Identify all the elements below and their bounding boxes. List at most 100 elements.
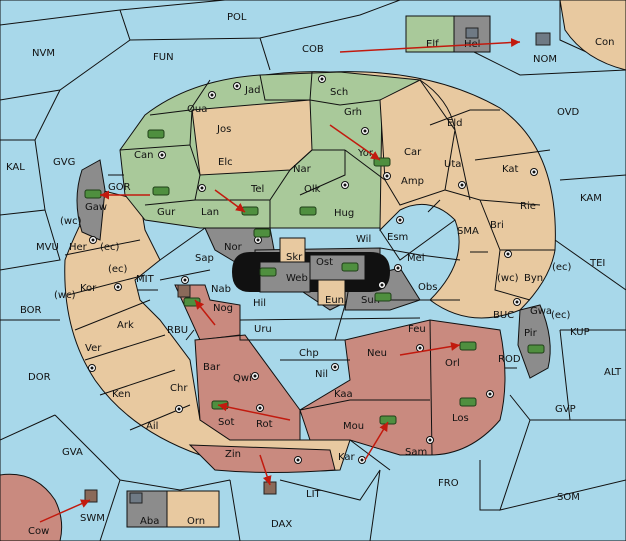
label-can: Can bbox=[134, 150, 153, 161]
rbu-connector bbox=[185, 329, 195, 341]
label-lan: Lan bbox=[201, 207, 219, 218]
region-zin[interactable] bbox=[188, 444, 336, 473]
label-bor: BOR bbox=[20, 305, 42, 316]
region-gaw[interactable] bbox=[76, 159, 106, 241]
sma-connector bbox=[427, 199, 441, 213]
label-wil: Wil bbox=[356, 234, 371, 245]
order-arrow-zin-lit bbox=[259, 454, 272, 486]
label-eld: Eld bbox=[447, 118, 462, 129]
sc-yor bbox=[383, 172, 391, 180]
region-pir[interactable] bbox=[517, 304, 551, 379]
label-her: Her bbox=[69, 242, 88, 253]
label-ver: Ver bbox=[85, 343, 102, 354]
region-red-west[interactable] bbox=[194, 334, 301, 441]
region-ost[interactable] bbox=[309, 254, 366, 281]
label-mvu: MVU bbox=[36, 242, 59, 253]
label-neu: Neu bbox=[367, 348, 387, 359]
label-grh: Grh bbox=[344, 107, 362, 118]
label-sma: SMA bbox=[457, 226, 479, 237]
sc-kat bbox=[530, 168, 538, 176]
label-sch: Sch bbox=[330, 87, 348, 98]
army-unit-ost bbox=[341, 262, 359, 272]
label-chr: Chr bbox=[170, 383, 188, 394]
label-uta: Uta bbox=[444, 159, 461, 170]
label-dax: DAX bbox=[271, 519, 292, 530]
label-gwa: Gwa bbox=[530, 306, 552, 317]
label-ark: Ark bbox=[117, 320, 134, 331]
sc-tel bbox=[198, 184, 206, 192]
label-ec-gwa: (ec) bbox=[551, 310, 571, 321]
sc-kar bbox=[294, 456, 302, 464]
label-wc-gaw: (wc) bbox=[60, 216, 82, 227]
order-arrow-cob-nom bbox=[339, 38, 521, 53]
label-feu: Feu bbox=[408, 324, 426, 335]
sc-qua bbox=[208, 91, 216, 99]
army-unit-pir bbox=[527, 344, 545, 354]
sc-olk bbox=[341, 181, 349, 189]
label-kal: KAL bbox=[6, 162, 25, 173]
region-labels: POL NVM FUN COB Elf Hel Con NOM OVD Jad … bbox=[6, 12, 622, 537]
label-obs: Obs bbox=[418, 282, 437, 293]
sc-nor bbox=[254, 236, 262, 244]
sc-sch bbox=[318, 75, 326, 83]
label-mit: MIT bbox=[136, 274, 155, 285]
label-nar: Nar bbox=[293, 164, 312, 175]
fleet-unit-hel bbox=[465, 27, 479, 39]
label-esm: Esm bbox=[387, 232, 408, 243]
label-gvg: GVG bbox=[53, 157, 75, 168]
label-buc: BUC bbox=[493, 310, 514, 321]
label-fro: FRO bbox=[438, 478, 459, 489]
supply-centers bbox=[88, 75, 538, 464]
sc-neu bbox=[416, 344, 424, 352]
label-gvp: GVP bbox=[555, 404, 576, 415]
fleet-unit-aba bbox=[129, 492, 143, 504]
order-arrow-rot-sot bbox=[217, 402, 291, 421]
fleet-unit-swm bbox=[84, 489, 98, 503]
label-nor: Nor bbox=[224, 242, 243, 253]
army-unit-gur bbox=[152, 186, 170, 196]
order-arrow-neu-orl bbox=[399, 342, 461, 356]
sc-jad bbox=[233, 82, 241, 90]
label-elf: Elf bbox=[426, 39, 439, 50]
inner-borders bbox=[64, 71, 555, 471]
label-alt: ALT bbox=[604, 367, 622, 378]
order-arrow-kar-mou bbox=[364, 421, 389, 461]
label-ec-kor: (ec) bbox=[108, 264, 128, 275]
sc-sun bbox=[378, 281, 386, 289]
order-arrow-cow-swm bbox=[39, 499, 91, 523]
label-rod: ROD bbox=[498, 354, 521, 365]
label-ec-her: (ec) bbox=[100, 242, 120, 253]
army-unit-sun bbox=[374, 292, 392, 302]
label-nog: Nog bbox=[213, 303, 233, 314]
region-car-amp[interactable] bbox=[379, 79, 456, 206]
region-red-east[interactable] bbox=[299, 319, 506, 456]
sc-rot bbox=[256, 404, 264, 412]
label-rbu: RBU bbox=[167, 325, 188, 336]
label-swm: SWM bbox=[80, 513, 105, 524]
label-gva: GVA bbox=[62, 447, 83, 458]
label-rie: Rie bbox=[520, 201, 536, 212]
label-jos: Jos bbox=[216, 124, 231, 135]
label-wc-byn: (wc) bbox=[497, 273, 519, 284]
label-cob: COB bbox=[302, 44, 324, 55]
army-unit-hug bbox=[299, 206, 317, 216]
label-kor: Kor bbox=[80, 283, 97, 294]
region-orn[interactable] bbox=[166, 490, 220, 528]
fleet-unit-nom bbox=[535, 32, 551, 46]
label-hug: Hug bbox=[334, 208, 354, 219]
sc-sam bbox=[358, 456, 366, 464]
label-car: Car bbox=[404, 147, 422, 158]
region-cow[interactable] bbox=[0, 473, 63, 541]
label-bri: Bri bbox=[490, 220, 504, 231]
label-ovd: OVD bbox=[557, 107, 580, 118]
fleet-unit-nab bbox=[177, 284, 191, 298]
label-pol: POL bbox=[227, 12, 247, 23]
label-hil: Hil bbox=[253, 298, 266, 309]
label-ost: Ost bbox=[316, 257, 333, 268]
army-unit-nog bbox=[183, 297, 201, 307]
label-kam: KAM bbox=[580, 193, 602, 204]
label-gaw: Gaw bbox=[85, 202, 107, 213]
order-arrows bbox=[39, 38, 521, 523]
